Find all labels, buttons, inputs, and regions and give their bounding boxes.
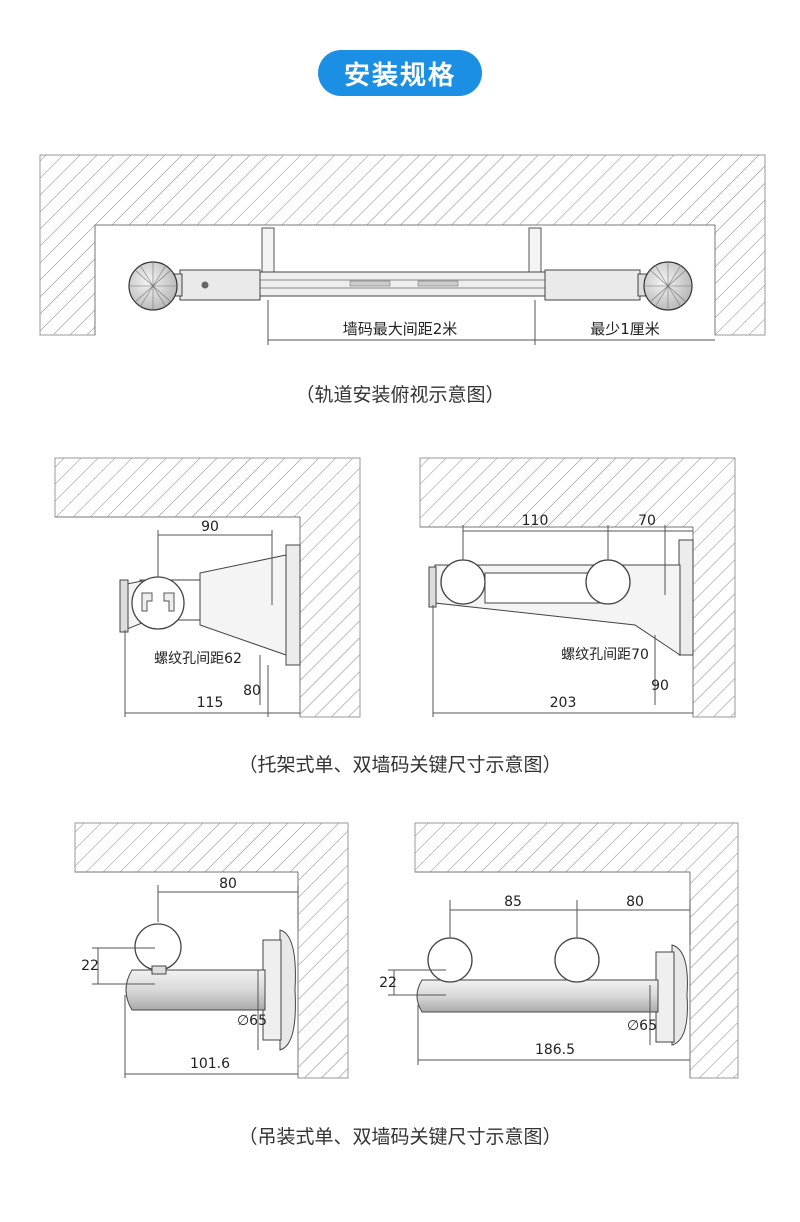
hanging-double-dia-label: ∅65 bbox=[627, 1018, 657, 1034]
bracket-single-hole-label: 螺纹孔间距62 bbox=[154, 651, 242, 667]
top-view-min-label: 最少1厘米 bbox=[590, 320, 660, 338]
hanging-single-dia-label: ∅65 bbox=[237, 1013, 267, 1029]
bracket-single-width-label: 90 bbox=[201, 519, 219, 535]
top-view-caption: （轨道安装俯视示意图） bbox=[295, 384, 505, 406]
bracket-single-depth-label: 115 bbox=[197, 695, 224, 711]
rail-profile-icon bbox=[134, 923, 182, 971]
rail-profile-a-icon bbox=[440, 559, 486, 605]
rail-profile-b-icon bbox=[585, 559, 631, 605]
bracket-double-a-label: 110 bbox=[522, 513, 549, 529]
top-view-spacing-label: 墙码最大间距2米 bbox=[343, 320, 458, 338]
bracket-double-diagram: 110 70 螺纹孔间距70 90 203 bbox=[419, 457, 736, 718]
hanging-double-diagram: 85 80 22 ∅65 186.5 bbox=[380, 822, 739, 1079]
wall-bracket-right bbox=[528, 227, 542, 275]
bracket-double-hole-label: 螺纹孔间距70 bbox=[561, 647, 649, 663]
rail-profile-icon bbox=[131, 576, 185, 630]
hanging-caption: （吊装式单、双墙码关键尺寸示意图） bbox=[238, 1126, 562, 1148]
bracket-double-h-label: 90 bbox=[651, 678, 669, 694]
rail-profile-a-icon bbox=[427, 937, 473, 983]
bracket-single-h-label: 80 bbox=[243, 683, 261, 699]
hanging-double-depth-label: 186.5 bbox=[535, 1042, 575, 1058]
bracket-double-b-label: 70 bbox=[638, 513, 656, 529]
finial-right-icon bbox=[643, 261, 693, 311]
hanging-double-b-label: 80 bbox=[626, 894, 644, 910]
hanging-single-depth-label: 101.6 bbox=[190, 1056, 230, 1072]
finial-left-icon bbox=[128, 261, 178, 311]
bracket-single-diagram: 90 螺纹孔间距62 80 115 bbox=[54, 457, 361, 718]
bracket-caption: （托架式单、双墙码关键尺寸示意图） bbox=[238, 754, 562, 776]
hanging-rod-icon bbox=[125, 969, 266, 1011]
hanging-single-h-label: 22 bbox=[81, 958, 99, 974]
wall-bracket-left bbox=[261, 227, 275, 275]
section-title-badge: 安装规格 bbox=[318, 50, 482, 96]
rail-profile-b-icon bbox=[554, 937, 600, 983]
hanging-double-h-label: 22 bbox=[380, 975, 397, 991]
top-view-diagram: 墙码最大间距2米 最少1厘米 bbox=[39, 154, 766, 345]
bracket-double-depth-label: 203 bbox=[550, 695, 577, 711]
hanging-single-width-label: 80 bbox=[219, 876, 237, 892]
curtain-rail bbox=[254, 271, 551, 297]
section-title: 安装规格 bbox=[343, 60, 456, 91]
hanging-double-a-label: 85 bbox=[504, 894, 522, 910]
hanging-rod-icon bbox=[416, 979, 659, 1013]
hanging-single-diagram: 80 22 ∅65 101.6 bbox=[74, 822, 349, 1079]
